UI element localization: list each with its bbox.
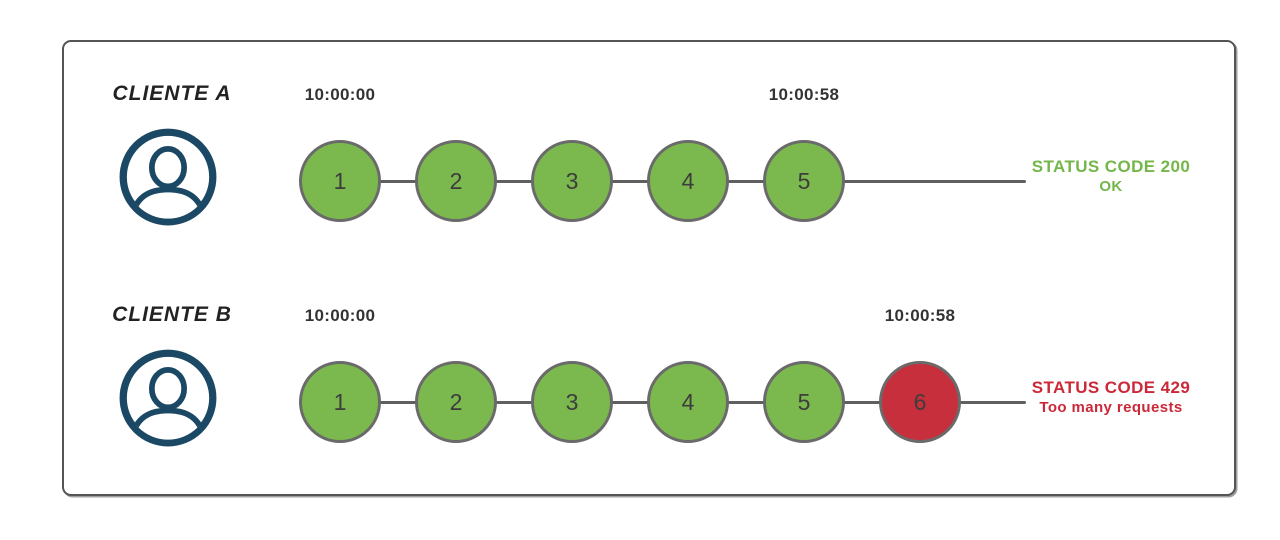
request-circle-5: 5 — [763, 361, 845, 443]
request-circle-1: 1 — [299, 140, 381, 222]
request-circle-2: 2 — [415, 361, 497, 443]
status-message: OK — [1099, 178, 1123, 195]
user-avatar-icon — [118, 348, 218, 448]
request-circle-1: 1 — [299, 361, 381, 443]
start-timestamp: 10:00:00 — [304, 85, 376, 104]
request-circle-5: 5 — [763, 140, 845, 222]
user-avatar-icon — [118, 127, 218, 227]
request-circle-2: 2 — [415, 140, 497, 222]
status-text: STATUS CODE 429 Too many requests — [1001, 378, 1221, 417]
request-circle-3: 3 — [531, 140, 613, 222]
request-circle-4: 4 — [647, 140, 729, 222]
end-timestamp: 10:00:58 — [884, 306, 956, 325]
request-circle-3: 3 — [531, 361, 613, 443]
end-timestamp: 10:00:58 — [768, 85, 840, 104]
request-circle-4: 4 — [647, 361, 729, 443]
status-code: STATUS CODE 200 — [1031, 157, 1191, 176]
client-b-label: CLIENTE B — [112, 303, 232, 326]
status-code: STATUS CODE 429 — [1031, 378, 1191, 397]
status-text: STATUS CODE 200 OK — [1001, 157, 1221, 196]
status-message: Too many requests — [1039, 399, 1183, 416]
request-circle-6: 6 — [879, 361, 961, 443]
start-timestamp: 10:00:00 — [304, 306, 376, 325]
client-a-label: CLIENTE A — [112, 82, 232, 105]
